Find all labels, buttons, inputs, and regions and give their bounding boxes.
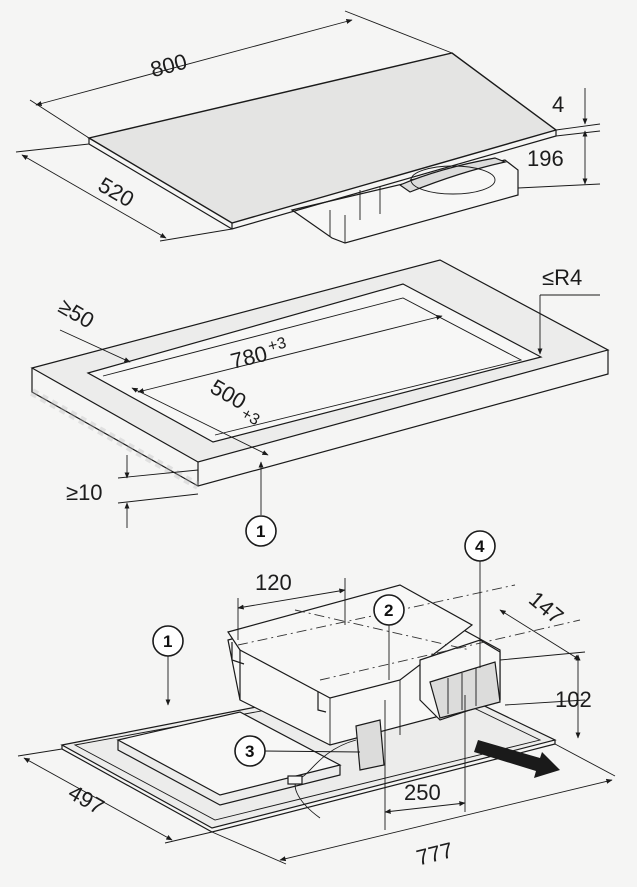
rim-min-label: ≥50 — [54, 293, 98, 333]
dim-120-label: 120 — [255, 570, 292, 595]
worktop-drawing — [30, 259, 610, 490]
hob-drawing — [87, 52, 558, 244]
callout-1-lower-label: 1 — [163, 632, 172, 651]
dim-147-label: 147 — [524, 586, 568, 629]
fan-unit-drawing — [60, 584, 560, 833]
glass-thickness-label: 4 — [552, 92, 564, 117]
callout-4: 4 — [464, 530, 496, 562]
hob-depth-label: 520 — [94, 172, 138, 212]
hob-height-label: 196 — [527, 146, 564, 171]
callout-3-label: 3 — [245, 742, 254, 761]
callout-1-upper-label: 1 — [256, 522, 265, 541]
callout-1-lower: 1 — [152, 625, 184, 657]
callout-2-label: 2 — [384, 601, 393, 620]
corner-radius-label: ≤R4 — [542, 265, 582, 290]
cutout-depth-tolerance: +3 — [238, 405, 262, 429]
callout-4-label: 4 — [475, 537, 485, 556]
dim-777-label: 777 — [414, 837, 456, 870]
worktop-min-label: ≥10 — [66, 480, 103, 505]
callout-2: 2 — [373, 594, 405, 626]
cutout-width-tolerance: +3 — [266, 335, 288, 356]
callout-1-upper: 1 — [245, 515, 277, 547]
dim-250-label: 250 — [404, 780, 441, 805]
dim-102-label: 102 — [555, 687, 592, 712]
dim-497-label: 497 — [64, 780, 108, 820]
callout-3: 3 — [234, 735, 266, 767]
hob-width-label: 800 — [148, 49, 190, 83]
fan-unit-dimensions: 120 147 102 497 250 777 — [17, 560, 616, 870]
